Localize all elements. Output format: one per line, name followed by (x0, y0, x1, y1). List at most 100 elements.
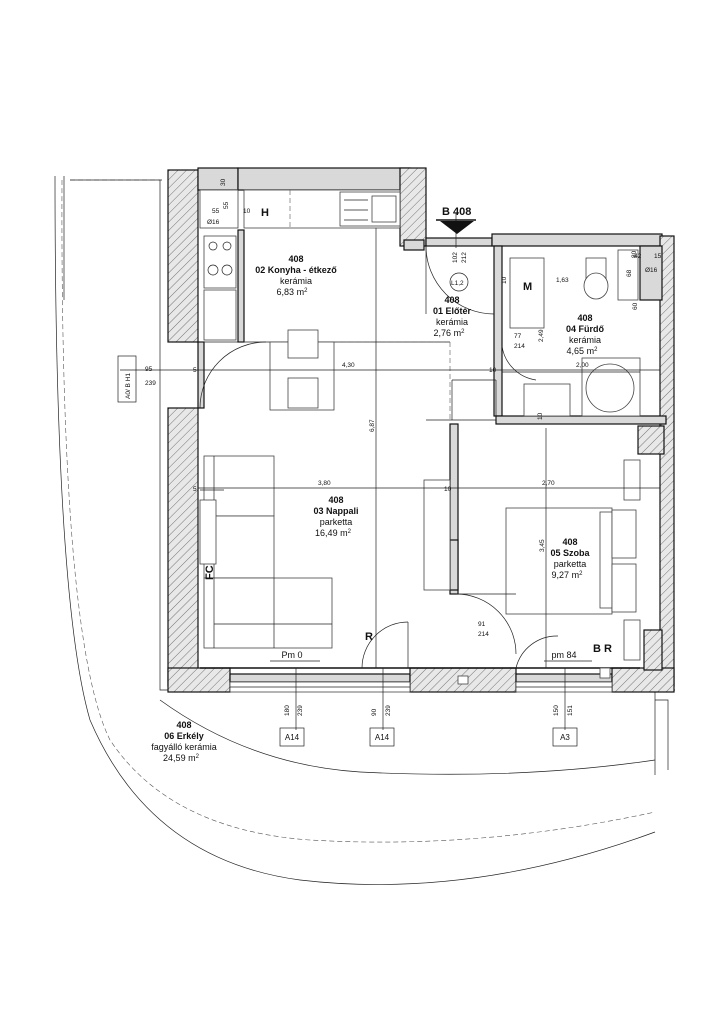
label-m: M (523, 281, 532, 293)
dim-text: 212 (461, 252, 468, 263)
dim-text: 55 (223, 201, 230, 209)
dim-text: 60 (632, 302, 639, 310)
dim-text: 10 (243, 208, 251, 215)
dim-text: 1,63 (556, 277, 569, 284)
dimension-lines (120, 213, 660, 730)
dim-text: Ø16 (207, 219, 220, 226)
room-name: 01 Előtér (433, 306, 472, 316)
dim-text: 91 (478, 621, 486, 628)
light-fixture-icon (449, 272, 469, 292)
window-ref: A14 (285, 733, 300, 742)
dim-text: 150 (553, 705, 560, 716)
room-number: 408 (328, 495, 343, 505)
dim-text: 10 (537, 412, 544, 420)
dim-text: 102 (452, 252, 459, 263)
dim-text: 10 (501, 276, 508, 284)
bedroom-furniture (505, 507, 637, 615)
dim-text: 80 (631, 250, 638, 258)
level-markers: Pm 0 pm 84 (270, 650, 592, 662)
dim-text: 239 (297, 705, 304, 716)
room-konyha: 408 02 Konyha - étkező kerámia 6,83 m2 (255, 254, 337, 297)
dim-text: 95 (145, 366, 153, 373)
bathroom-furniture (502, 249, 641, 417)
room-number: 408 (288, 254, 303, 264)
room-area: 16,49 m2 (315, 528, 352, 538)
room-number: 408 (176, 720, 191, 730)
room-area: 6,83 m2 (277, 287, 309, 297)
dim-text: 3,80 (318, 480, 331, 487)
outlet-icon (599, 667, 611, 679)
dim-text: 30 (220, 178, 227, 186)
room-finish: parketta (320, 517, 353, 527)
level-pm0: Pm 0 (281, 650, 302, 660)
dim-text: 214 (514, 343, 525, 350)
dim-text: 3,45 (539, 539, 546, 552)
room-furdo: 408 04 Fürdő kerámia 4,65 m2 (566, 313, 605, 356)
dim-text: 2,49 (538, 329, 545, 342)
room-szoba: 408 05 Szoba parketta 9,27 m2 (550, 537, 590, 580)
room-erkely: 408 06 Erkély fagyálló kerámia 24,59 m2 (151, 720, 217, 763)
dim-text: 6,87 (369, 419, 376, 432)
dim-text: 10 (489, 367, 497, 374)
room-number: 408 (562, 537, 577, 547)
outlet-icon (457, 675, 469, 685)
label-l12: L1,2 (451, 280, 464, 287)
dim-text: 55 (212, 208, 220, 215)
level-pm84: pm 84 (551, 650, 576, 660)
dim-text: 151 (567, 705, 574, 716)
window-ref: A3 (560, 733, 570, 742)
dim-text: 4,30 (342, 362, 355, 369)
doors (199, 245, 559, 669)
equipment-labels: H M FC R B R L1,2 (204, 207, 612, 685)
room-area: 4,65 m2 (567, 346, 599, 356)
living-furniture (199, 455, 333, 649)
dim-text: 2,70 (542, 480, 555, 487)
label-h: H (261, 207, 269, 219)
dim-text: 42 (634, 253, 642, 260)
dim-text: 5 (193, 486, 197, 493)
room-name: 04 Fürdő (566, 324, 605, 334)
dim-text: 90 (371, 708, 378, 716)
window-ref: A14 (375, 733, 390, 742)
dim-text: 214 (478, 631, 489, 638)
left-reference-box: A0/ B H1 (117, 355, 137, 403)
room-finish: parketta (554, 559, 587, 569)
kitchen-furniture (199, 189, 401, 411)
room-name: 05 Szoba (550, 548, 590, 558)
label-fc: FC (204, 565, 216, 580)
dim-text: 239 (145, 380, 156, 387)
section-label: B 408 (442, 206, 471, 218)
label-br: B R (593, 643, 612, 655)
section-marker: B 408 (436, 206, 476, 234)
section-arrow-icon (440, 221, 474, 234)
room-number: 408 (577, 313, 592, 323)
dim-text: 180 (284, 705, 291, 716)
room-nappali: 408 03 Nappali parketta 16,49 m2 (313, 495, 358, 538)
dim-text: 5 (193, 367, 197, 374)
room-finish: kerámia (436, 317, 468, 327)
dim-text: 15 (654, 253, 662, 260)
dim-text: Ø16 (645, 267, 658, 274)
room-area: 24,59 m2 (163, 753, 200, 763)
room-finish: fagyálló kerámia (151, 742, 217, 752)
dimension-texts: 30 55 55 10 Ø16 102 212 1,63 80 42 15 68… (145, 178, 662, 716)
room-eloter: 408 01 Előtér kerámia 2,76 m2 (433, 295, 472, 338)
room-finish: kerámia (569, 335, 601, 345)
room-area: 2,76 m2 (434, 328, 466, 338)
label-r: R (365, 631, 373, 643)
dim-text: 68 (626, 269, 633, 277)
room-area: 9,27 m2 (552, 570, 584, 580)
interior-lines (200, 341, 641, 669)
dim-text: 2,00 (576, 362, 589, 369)
window-ref-boxes: A14 A14 A3 (279, 727, 578, 747)
dim-text: 239 (385, 705, 392, 716)
room-number: 408 (444, 295, 459, 305)
dim-text: 10 (444, 486, 452, 493)
room-name: 06 Erkély (164, 731, 204, 741)
windows (229, 681, 613, 693)
dim-text: 77 (514, 333, 522, 340)
room-name: 02 Konyha - étkező (255, 265, 337, 275)
room-finish: kerámia (280, 276, 312, 286)
room-name: 03 Nappali (313, 506, 358, 516)
